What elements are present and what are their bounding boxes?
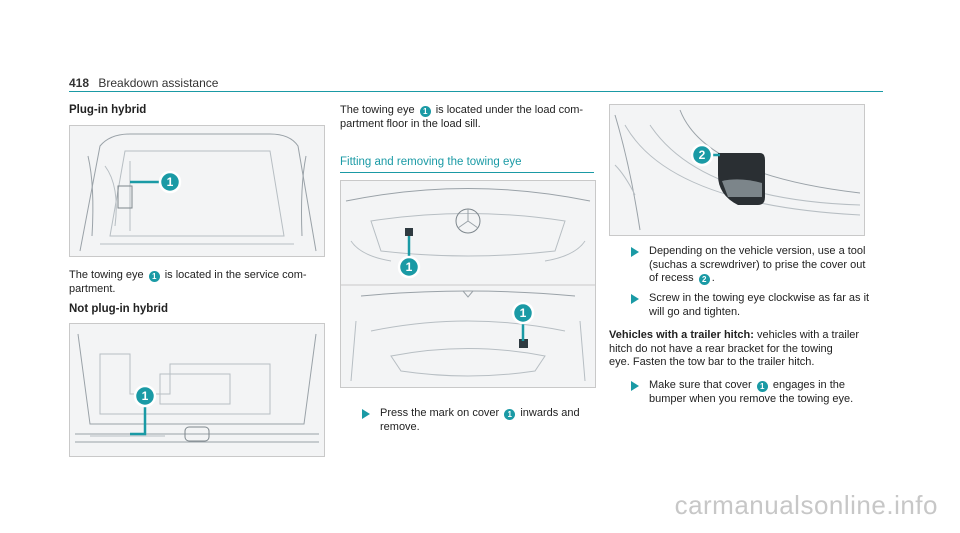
figure-not-plugin-trunk: 1 xyxy=(69,323,325,457)
callout-1-inline: 1 xyxy=(148,271,160,282)
callout-1-fig-a: 1 xyxy=(167,175,174,189)
callout-1-inline: 1 xyxy=(756,381,768,392)
header-divider xyxy=(69,91,883,92)
page-number: 418 xyxy=(69,76,90,90)
step-press-cover: Press the mark on cover 1 inwards and re… xyxy=(362,407,620,434)
bullet-arrow-icon xyxy=(631,247,639,257)
watermark: carmanualsonline.info xyxy=(674,490,938,520)
page-header: 418 Breakdown assistance xyxy=(69,76,218,90)
heading-underline xyxy=(340,172,594,173)
bullet-arrow-icon xyxy=(362,409,370,419)
callout-1-inline: 1 xyxy=(419,106,431,117)
callout-1-fig-c: 1 xyxy=(406,260,413,274)
section-title: Breakdown assistance xyxy=(98,76,219,90)
bullet-arrow-icon xyxy=(631,381,639,391)
note-trailer-hitch: Vehicles with a trailer hitch: vehicles … xyxy=(609,329,860,368)
bullet-arrow-icon xyxy=(631,294,639,304)
figure-recess-closeup: 2 xyxy=(609,104,865,236)
step-screw-in: Screw in the towing eye clockwise as far… xyxy=(631,292,889,319)
heading-plug-in-hybrid: Plug-in hybrid xyxy=(69,104,147,116)
para-plugin-location: The towing eye 1 is located in the servi… xyxy=(69,269,307,295)
figure-plugin-hybrid-trunk: 1 xyxy=(69,125,325,257)
callout-1-fig-d: 1 xyxy=(520,306,527,320)
step-cover-engages: Make sure that cover 1 engages in the bu… xyxy=(631,379,889,406)
callout-2-inline: 2 xyxy=(698,274,710,285)
heading-not-plug-in-hybrid: Not plug-in hybrid xyxy=(69,303,169,315)
callout-1-fig-b: 1 xyxy=(142,389,149,403)
step-prise-cover: Depending on the vehicle version, use a … xyxy=(631,245,889,286)
callout-1-inline: 1 xyxy=(504,409,516,420)
figure-front-bumper: 1 1 xyxy=(340,180,596,388)
callout-2-fig: 2 xyxy=(699,148,706,162)
para-not-plugin-location: The towing eye 1 is located under the lo… xyxy=(340,104,584,130)
heading-fitting-removing: Fitting and removing the towing eye xyxy=(340,156,522,168)
